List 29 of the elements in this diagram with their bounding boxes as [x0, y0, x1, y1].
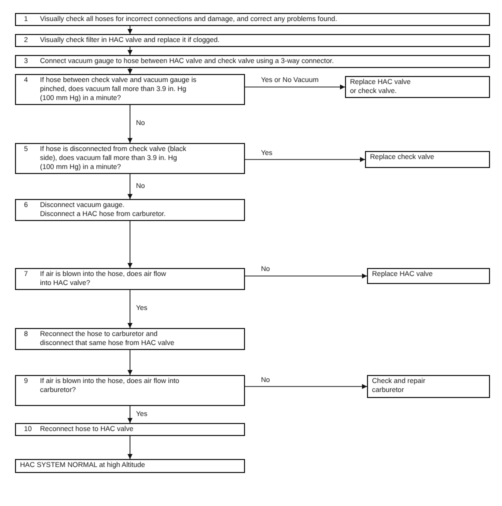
arrow	[128, 174, 132, 200]
step-box	[15, 375, 245, 406]
arrow	[128, 406, 132, 424]
arrow	[244, 157, 366, 162]
step-box	[15, 74, 245, 105]
arrow	[128, 290, 132, 328]
arrow	[244, 84, 346, 90]
step-box	[15, 199, 245, 221]
step-box	[15, 55, 490, 68]
step-box	[15, 143, 245, 174]
step-box	[15, 423, 245, 436]
arrow	[128, 220, 132, 268]
arrow	[128, 68, 132, 74]
arrow	[128, 350, 132, 376]
action-box	[365, 151, 490, 168]
action-box	[367, 375, 490, 398]
arrow	[128, 46, 132, 56]
action-box	[15, 459, 245, 473]
step-box	[15, 13, 490, 26]
arrow	[244, 384, 368, 389]
arrow	[128, 26, 132, 34]
arrow	[128, 436, 132, 460]
action-box	[367, 268, 490, 284]
arrow	[128, 104, 132, 144]
action-box	[345, 76, 490, 98]
arrow	[244, 274, 368, 278]
step-box	[15, 34, 490, 47]
step-box	[15, 268, 245, 290]
step-box	[15, 328, 245, 350]
